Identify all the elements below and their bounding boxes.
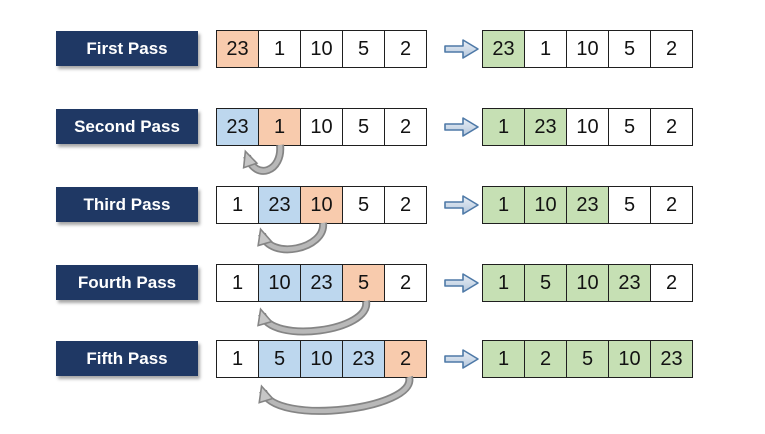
before-array-first: 23 1 10 5 2 bbox=[216, 30, 427, 68]
array-cell: 2 bbox=[650, 108, 693, 146]
array-cell: 10 bbox=[566, 264, 609, 302]
swap-arrow-icon bbox=[257, 222, 327, 254]
before-array-third: 1 23 10 5 2 bbox=[216, 186, 427, 224]
array-cell: 1 bbox=[258, 108, 301, 146]
after-array-fourth: 1 5 10 23 2 bbox=[482, 264, 693, 302]
array-cell: 1 bbox=[482, 186, 525, 224]
array-cell: 1 bbox=[482, 264, 525, 302]
transition-arrow-icon bbox=[444, 117, 479, 137]
array-cell: 5 bbox=[608, 108, 651, 146]
pass-row-fifth: Fifth Pass 1 5 10 23 2 1 2 5 10 23 bbox=[0, 340, 765, 430]
array-cell: 10 bbox=[566, 108, 609, 146]
array-cell: 1 bbox=[216, 264, 259, 302]
array-cell: 2 bbox=[384, 340, 427, 378]
array-cell: 5 bbox=[566, 340, 609, 378]
transition-arrow-icon bbox=[444, 349, 479, 369]
array-cell: 23 bbox=[608, 264, 651, 302]
after-array-third: 1 10 23 5 2 bbox=[482, 186, 693, 224]
pass-row-fourth: Fourth Pass 1 10 23 5 2 1 5 10 23 2 bbox=[0, 264, 765, 354]
transition-arrow-icon bbox=[444, 273, 479, 293]
transition-arrow-icon bbox=[444, 39, 479, 59]
after-array-first: 23 1 10 5 2 bbox=[482, 30, 693, 68]
array-cell: 10 bbox=[300, 30, 343, 68]
transition-arrow-icon bbox=[444, 195, 479, 215]
pass-row-third: Third Pass 1 23 10 5 2 1 10 23 5 2 bbox=[0, 186, 765, 276]
pass-row-first: First Pass 23 1 10 5 2 23 1 10 5 2 bbox=[0, 30, 765, 120]
pass-label-fourth: Fourth Pass bbox=[56, 265, 198, 300]
array-cell: 23 bbox=[566, 186, 609, 224]
array-cell: 1 bbox=[524, 30, 567, 68]
swap-arrow-icon bbox=[258, 375, 414, 415]
array-cell: 2 bbox=[650, 30, 693, 68]
before-array-fifth: 1 5 10 23 2 bbox=[216, 340, 427, 378]
array-cell: 23 bbox=[524, 108, 567, 146]
array-cell: 2 bbox=[384, 108, 427, 146]
array-cell: 5 bbox=[608, 186, 651, 224]
array-cell: 5 bbox=[342, 186, 385, 224]
array-cell: 10 bbox=[608, 340, 651, 378]
array-cell: 2 bbox=[384, 264, 427, 302]
array-cell: 23 bbox=[482, 30, 525, 68]
after-array-fifth: 1 2 5 10 23 bbox=[482, 340, 693, 378]
array-cell: 2 bbox=[650, 264, 693, 302]
array-cell: 5 bbox=[258, 340, 301, 378]
array-cell: 2 bbox=[384, 30, 427, 68]
array-cell: 5 bbox=[342, 108, 385, 146]
array-cell: 1 bbox=[216, 186, 259, 224]
array-cell: 23 bbox=[216, 30, 259, 68]
array-cell: 10 bbox=[258, 264, 301, 302]
array-cell: 23 bbox=[300, 264, 343, 302]
array-cell: 23 bbox=[216, 108, 259, 146]
array-cell: 1 bbox=[216, 340, 259, 378]
swap-arrow-icon bbox=[257, 300, 371, 336]
array-cell: 23 bbox=[258, 186, 301, 224]
array-cell: 1 bbox=[482, 340, 525, 378]
after-array-second: 1 23 10 5 2 bbox=[482, 108, 693, 146]
array-cell: 10 bbox=[566, 30, 609, 68]
pass-label-fifth: Fifth Pass bbox=[56, 341, 198, 376]
array-cell: 5 bbox=[524, 264, 567, 302]
array-cell: 1 bbox=[482, 108, 525, 146]
before-array-second: 23 1 10 5 2 bbox=[216, 108, 427, 146]
pass-row-second: Second Pass 23 1 10 5 2 1 23 10 5 2 bbox=[0, 108, 765, 198]
array-cell: 10 bbox=[300, 108, 343, 146]
pass-label-second: Second Pass bbox=[56, 109, 198, 144]
array-cell: 23 bbox=[650, 340, 693, 378]
array-cell: 1 bbox=[258, 30, 301, 68]
pass-label-third: Third Pass bbox=[56, 187, 198, 222]
pass-label-first: First Pass bbox=[56, 31, 198, 66]
array-cell: 5 bbox=[608, 30, 651, 68]
array-cell: 10 bbox=[300, 340, 343, 378]
array-cell: 2 bbox=[650, 186, 693, 224]
swap-arrow-icon bbox=[242, 144, 285, 175]
array-cell: 10 bbox=[300, 186, 343, 224]
array-cell: 5 bbox=[342, 264, 385, 302]
before-array-fourth: 1 10 23 5 2 bbox=[216, 264, 427, 302]
array-cell: 5 bbox=[342, 30, 385, 68]
array-cell: 2 bbox=[384, 186, 427, 224]
array-cell: 23 bbox=[342, 340, 385, 378]
array-cell: 10 bbox=[524, 186, 567, 224]
array-cell: 2 bbox=[524, 340, 567, 378]
